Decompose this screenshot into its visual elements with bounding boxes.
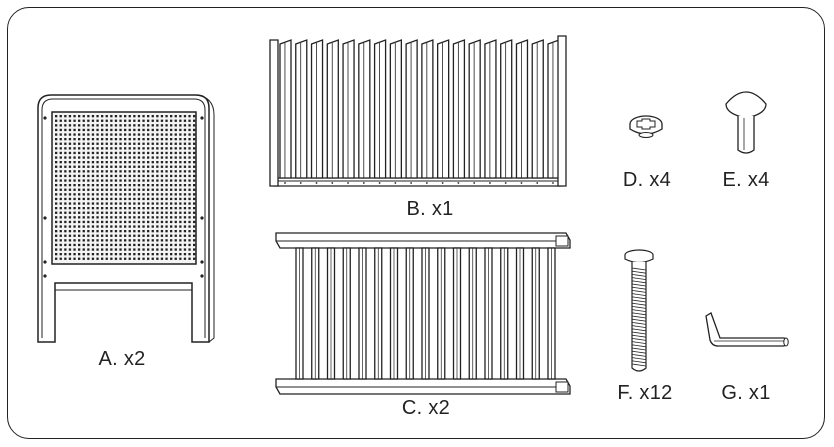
part-e-dowel-drawing — [725, 91, 767, 154]
part-f-label: F. x12 — [617, 382, 673, 404]
part-b-rail-drawing — [269, 35, 567, 187]
part-c-label: C. x2 — [401, 397, 451, 419]
part-e-label: E. x4 — [722, 169, 770, 191]
parts-list-frame — [7, 7, 825, 439]
part-f-bolt-drawing — [624, 249, 654, 372]
part-b-label: B. x1 — [406, 198, 454, 220]
part-c-rail-drawing — [275, 232, 571, 395]
part-g-allen-key-drawing — [705, 312, 789, 347]
part-d-screw-drawing — [629, 115, 663, 138]
part-g-label: G. x1 — [721, 382, 771, 404]
part-a-label: A. x2 — [98, 348, 146, 370]
part-a-panel-drawing — [37, 94, 215, 343]
part-d-label: D. x4 — [622, 169, 672, 191]
